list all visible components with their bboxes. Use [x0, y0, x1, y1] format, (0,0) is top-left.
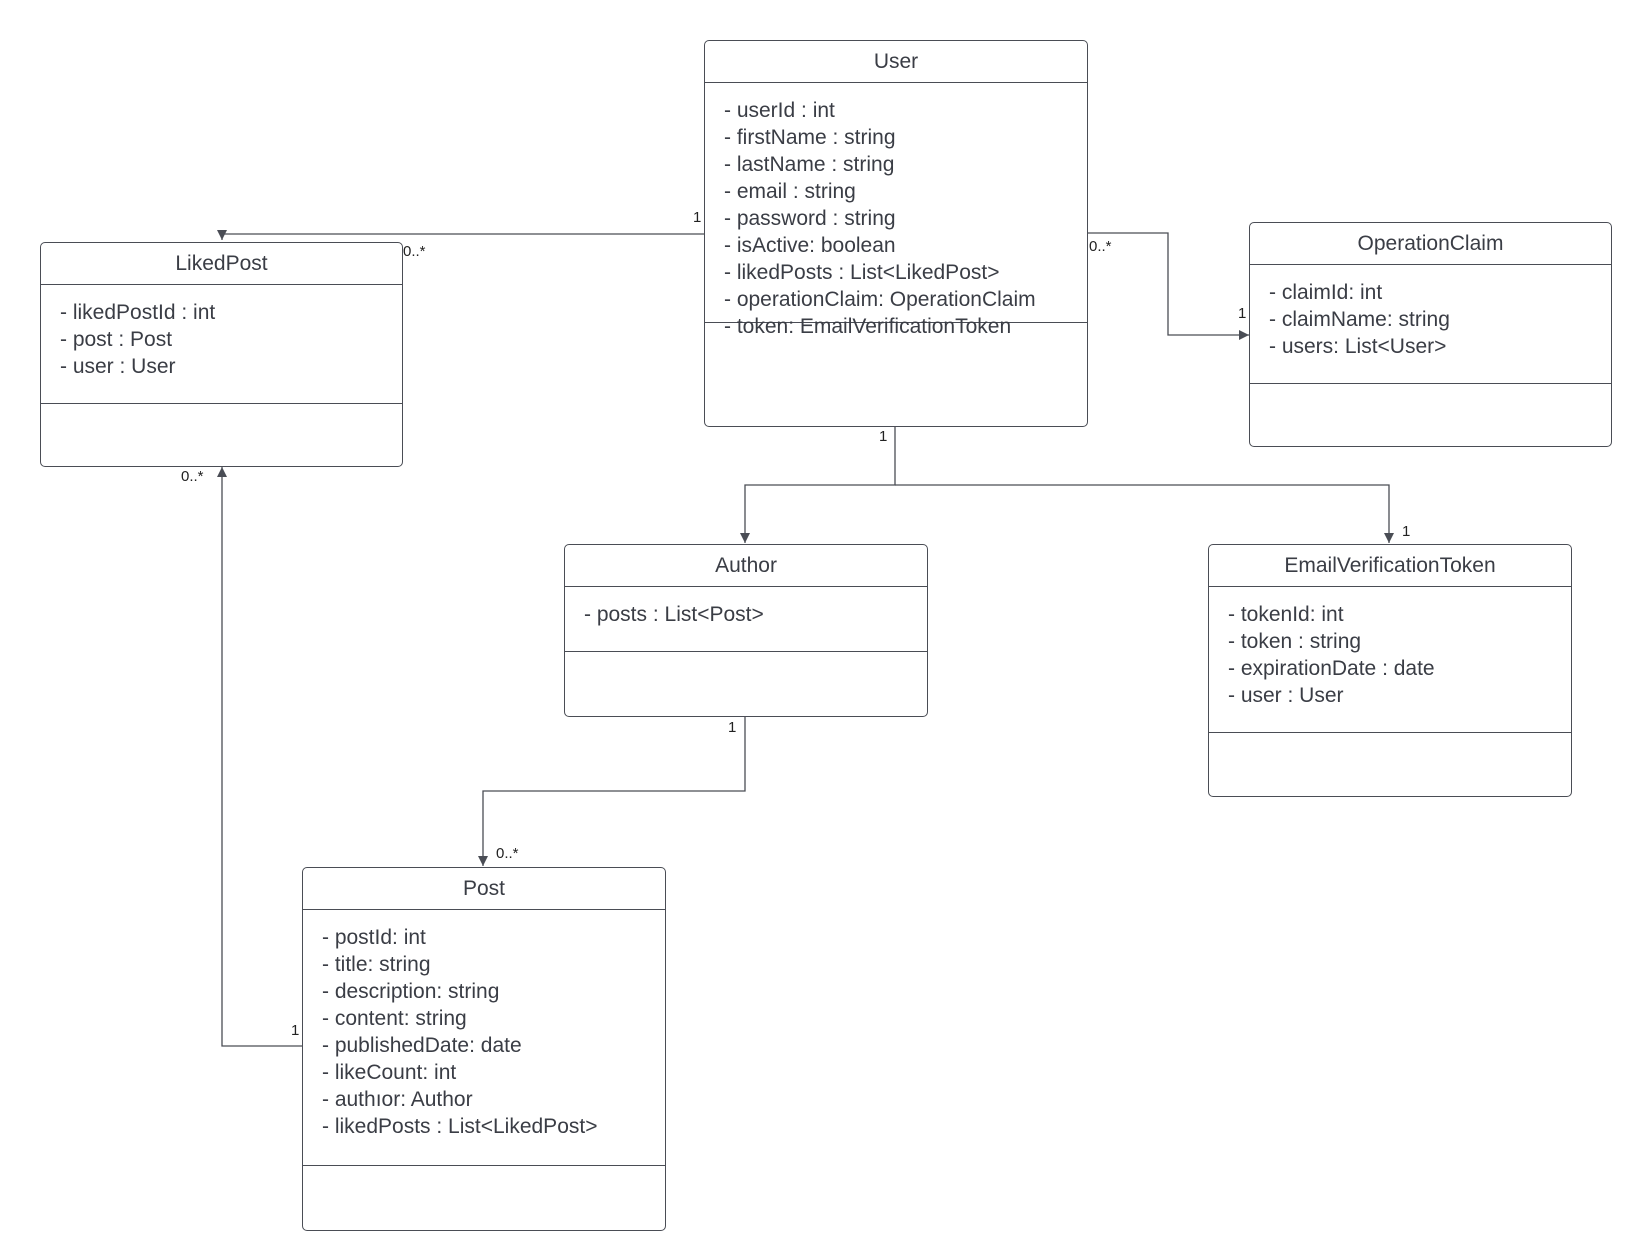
association-author-post[interactable]: [478, 717, 746, 866]
class-operationclaim-name: OperationClaim: [1250, 223, 1611, 265]
multiplicity-author-post-target: 0..*: [496, 845, 519, 862]
association-user-author[interactable]: [740, 427, 896, 543]
class-operationclaim[interactable]: OperationClaim - claimId: int - claimNam…: [1249, 222, 1612, 447]
class-post-name: Post: [303, 868, 665, 910]
class-post-attributes: - postId: int - title: string - descript…: [303, 910, 665, 1166]
class-user-attr-email: - email : string: [724, 180, 856, 203]
class-operationclaim-attributes: - claimId: int - claimName: string - use…: [1250, 265, 1611, 384]
association-user-operationclaim[interactable]: [1087, 232, 1249, 340]
class-post[interactable]: Post - postId: int - title: string - des…: [302, 867, 666, 1231]
multiplicity-post-likedpost-source: 1: [291, 1022, 300, 1039]
class-likedpost-name: LikedPost: [41, 243, 402, 285]
class-author[interactable]: Author - posts : List<Post>: [564, 544, 928, 717]
class-post-attr-likedposts: - likedPosts : List<LikedPost>: [322, 1115, 598, 1138]
class-operationclaim-attr-users: - users: List<User>: [1269, 335, 1447, 358]
class-likedpost[interactable]: LikedPost - likedPostId : int - post : P…: [40, 242, 403, 467]
multiplicity-user-emailtoken-target: 1: [1402, 523, 1411, 540]
class-user-attr-lastname: - lastName : string: [724, 153, 895, 176]
class-post-attr-author: - authıor: Author: [322, 1088, 473, 1111]
class-operationclaim-attr-claimname: - claimName: string: [1269, 308, 1450, 331]
multiplicity-author-post-source: 1: [728, 719, 737, 736]
class-user-attributes: - userId : int - firstName : string - la…: [705, 83, 1087, 338]
multiplicity-user-operationclaim-target: 1: [1238, 305, 1247, 322]
class-author-attributes: - posts : List<Post>: [565, 587, 927, 652]
association-user-emailtoken[interactable]: [895, 484, 1394, 543]
class-emailverificationtoken[interactable]: EmailVerificationToken - tokenId: int - …: [1208, 544, 1572, 797]
class-likedpost-attr-user: - user : User: [60, 355, 176, 378]
class-likedpost-attr-post: - post : Post: [60, 328, 173, 351]
class-user-attr-operationclaim: - operationClaim: OperationClaim: [724, 288, 1036, 311]
multiplicity-user-likedpost-target: 0..*: [403, 243, 426, 260]
class-author-attr-posts: - posts : List<Post>: [584, 603, 764, 626]
association-user-likedpost[interactable]: [217, 230, 704, 240]
class-user-attr-likedposts: - likedPosts : List<LikedPost>: [724, 261, 1000, 284]
class-author-name: Author: [565, 545, 927, 587]
class-emailverificationtoken-attr-expirationdate: - expirationDate : date: [1228, 657, 1435, 680]
class-user-attr-userid: - userId : int: [724, 99, 835, 122]
class-user-attr-firstname: - firstName : string: [724, 126, 896, 149]
class-user-name: User: [705, 41, 1087, 83]
multiplicity-user-author-source: 1: [879, 428, 888, 445]
class-post-attr-likecount: - likeCount: int: [322, 1061, 457, 1084]
class-emailverificationtoken-attr-tokenid: - tokenId: int: [1228, 603, 1344, 626]
class-post-attr-title: - title: string: [322, 953, 431, 976]
multiplicity-user-operationclaim-source: 0..*: [1089, 238, 1112, 255]
class-post-attr-description: - description: string: [322, 980, 500, 1003]
class-user[interactable]: User - userId : int - firstName : string…: [704, 40, 1088, 427]
class-likedpost-attributes: - likedPostId : int - post : Post - user…: [41, 285, 402, 404]
class-user-attr-isactive: - isActive: boolean: [724, 234, 896, 257]
class-emailverificationtoken-attributes: - tokenId: int - token : string - expira…: [1209, 587, 1571, 733]
class-emailverificationtoken-attr-token: - token : string: [1228, 630, 1362, 653]
class-user-attr-token: - token: EmailVerificationToken: [724, 315, 1012, 338]
class-emailverificationtoken-attr-user: - user : User: [1228, 684, 1344, 707]
class-post-attr-content: - content: string: [322, 1007, 467, 1030]
class-operationclaim-attr-claimid: - claimId: int: [1269, 281, 1383, 304]
multiplicity-user-likedpost-source: 1: [693, 209, 702, 226]
class-emailverificationtoken-name: EmailVerificationToken: [1209, 545, 1571, 587]
class-likedpost-attr-likedpostid: - likedPostId : int: [60, 301, 216, 324]
class-post-attr-publisheddate: - publishedDate: date: [322, 1034, 522, 1057]
class-user-attr-password: - password : string: [724, 207, 896, 230]
association-post-likedpost[interactable]: [217, 467, 302, 1047]
multiplicity-post-likedpost-target: 0..*: [181, 468, 204, 485]
class-post-attr-postid: - postId: int: [322, 926, 426, 949]
